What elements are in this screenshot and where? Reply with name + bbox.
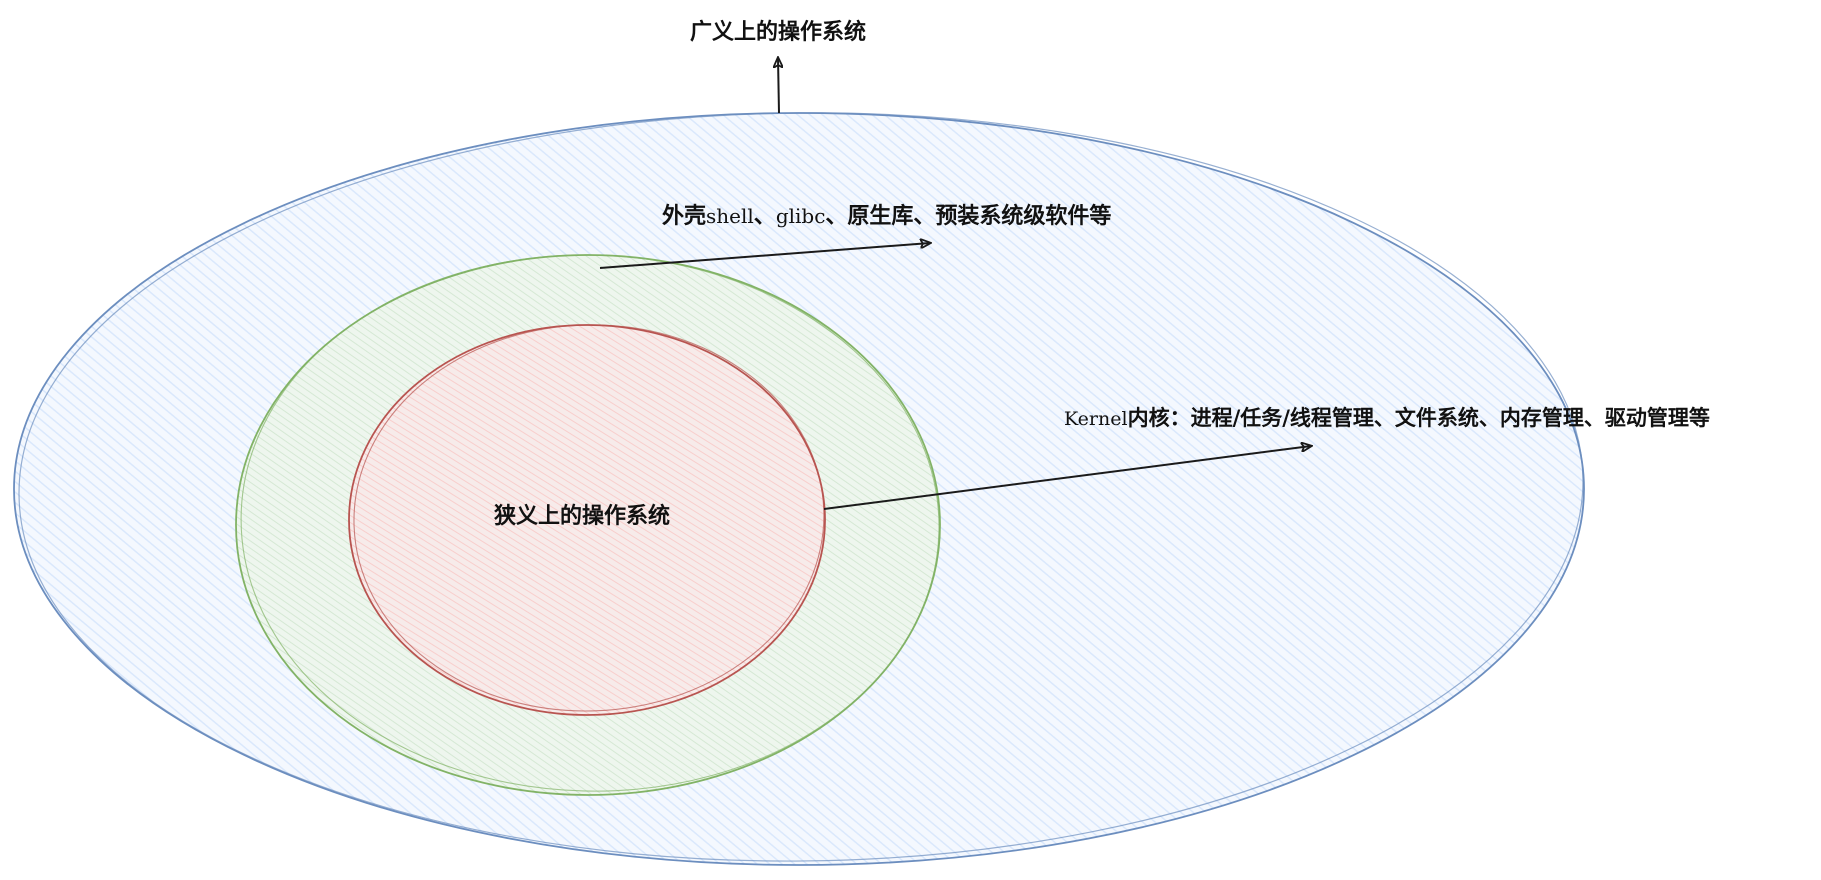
- label-kernel-latin: Kernel: [1064, 408, 1128, 430]
- label-shell: 外壳shell、glibc、原生库、预装系统级软件等: [662, 206, 1111, 228]
- label-kernel: Kernel内核：进程/任务/线程管理、文件系统、内存管理、驱动管理等: [1064, 408, 1710, 429]
- label-narrow-os: 狭义上的操作系统: [494, 506, 670, 528]
- arrow-shell: [599, 243, 930, 269]
- label-shell-latin1: shell: [706, 204, 754, 228]
- label-shell-prefix: 外壳: [662, 204, 707, 229]
- label-shell-latin2: glibc: [775, 204, 826, 228]
- label-narrow-os-text: 狭义上的操作系统: [494, 504, 671, 529]
- inner-circle-kernel: [348, 324, 826, 716]
- label-shell-sep1: 、: [753, 204, 776, 229]
- label-broad-os: 广义上的操作系统: [690, 22, 866, 44]
- label-shell-rest: 、原生库、预装系统级软件等: [825, 204, 1112, 229]
- arrow-kernel: [823, 446, 1311, 510]
- arrow-broad-os: [778, 58, 779, 114]
- label-kernel-rest: 内核：进程/任务/线程管理、文件系统、内存管理、驱动管理等: [1127, 406, 1710, 430]
- label-broad-os-text: 广义上的操作系统: [690, 20, 867, 45]
